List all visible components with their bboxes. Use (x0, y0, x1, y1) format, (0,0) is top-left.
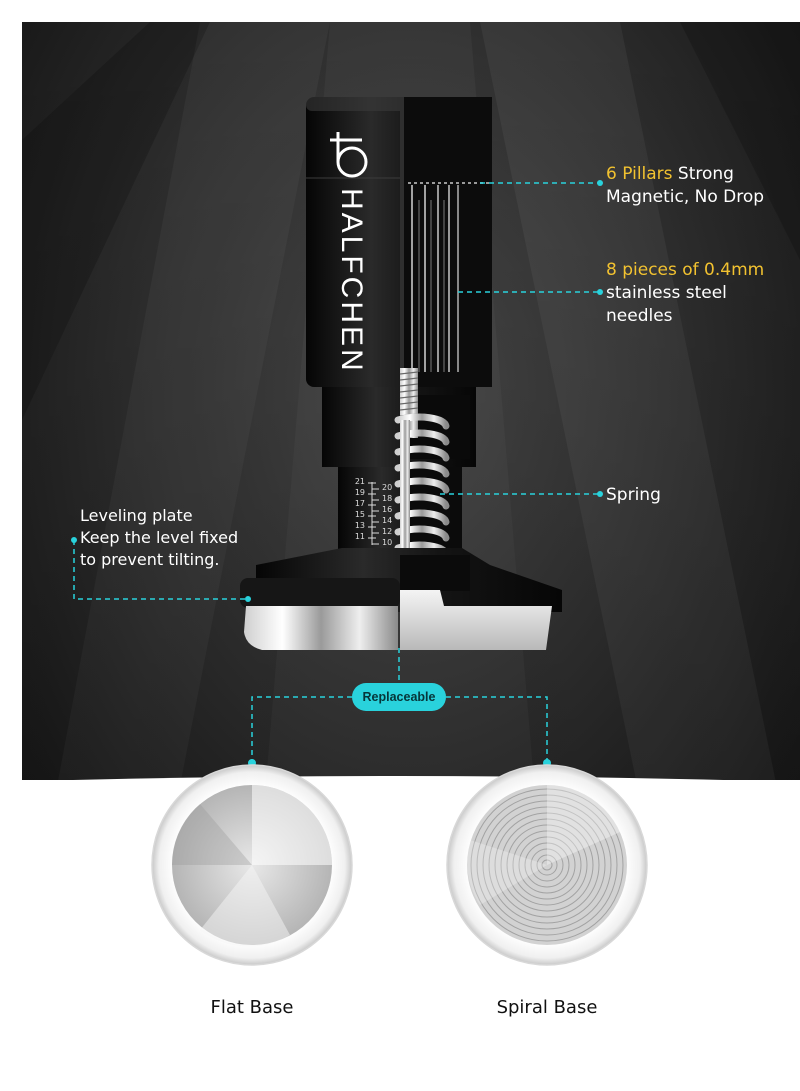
scale-tick: 13 (354, 521, 365, 530)
callout-pillars-highlight: 6 Pillars (606, 164, 673, 184)
stainless-base-cut (400, 590, 552, 650)
scale-tick: 14 (382, 516, 393, 525)
scale-tick: 10 (382, 538, 393, 547)
scale-tick: 16 (382, 505, 393, 514)
callout-needles-highlight: 8 pieces of 0.4mm (606, 260, 765, 280)
scale-tick: 18 (382, 494, 393, 503)
callout-leveling: Leveling plate Keep the level fixed to p… (80, 505, 238, 571)
callout-leveling-line1: Leveling plate (80, 506, 193, 525)
replaceable-badge: Replaceable (352, 683, 446, 711)
brand-name: HALFCHEN (335, 188, 368, 374)
scale-tick: 19 (354, 488, 365, 497)
scale-right: 20 18 16 14 12 10 (382, 482, 404, 548)
scale-tick: 17 (354, 499, 365, 508)
spiral-base-image (446, 764, 648, 966)
callout-leveling-line2: Keep the level fixed (80, 528, 239, 547)
callout-needles-line3: needles (606, 306, 673, 326)
callout-needles: 8 pieces of 0.4mm stainless steel needle… (606, 259, 764, 328)
scale-tick: 21 (354, 477, 365, 486)
scale-left: 21 19 17 15 13 11 (343, 476, 365, 542)
flat-base-image (151, 764, 353, 966)
brand-logo-icon (330, 132, 368, 178)
spiral-base-label: Spiral Base (496, 997, 598, 1018)
callout-pillars-line2: Magnetic, No Drop (606, 187, 765, 207)
callout-pillars: 6 Pillars Strong Magnetic, No Drop (606, 163, 764, 209)
callout-lines (73, 182, 600, 760)
flat-base-label: Flat Base (210, 997, 294, 1018)
callout-pillars-rest: Strong (672, 164, 734, 184)
callout-spring: Spring (606, 485, 661, 505)
callout-needles-line2: stainless steel (606, 283, 727, 303)
scale-tick: 11 (354, 532, 365, 541)
scale-tick: 15 (354, 510, 365, 519)
scale-tick: 20 (382, 483, 393, 492)
stainless-base (244, 606, 398, 650)
callout-leveling-line3: to prevent tilting. (80, 550, 220, 569)
scale-tick: 12 (382, 527, 393, 536)
cutaway-interior (400, 97, 492, 387)
